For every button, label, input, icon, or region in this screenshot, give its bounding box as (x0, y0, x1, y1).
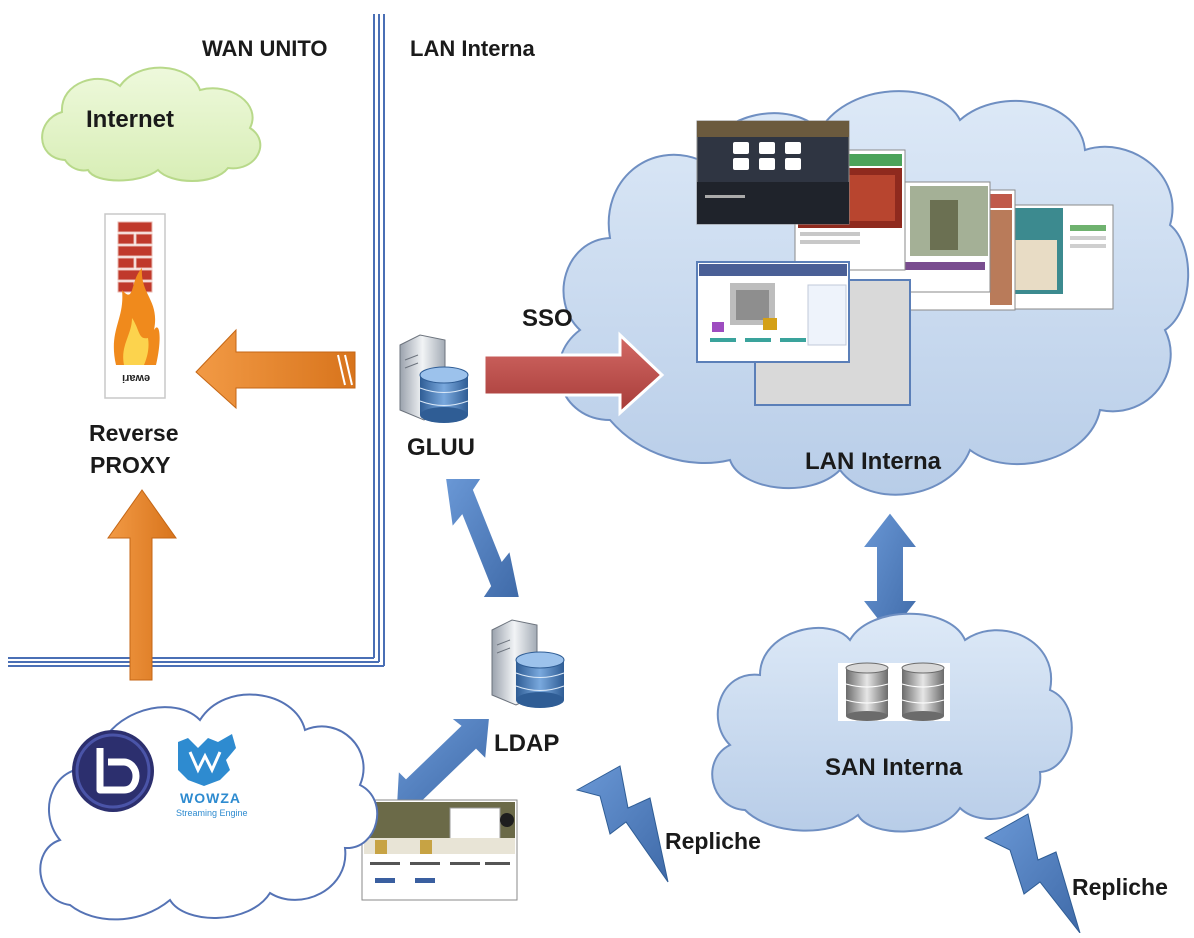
wan-zone-label: WAN UNITO (202, 36, 328, 61)
storage-databases-icon (838, 662, 950, 721)
web-apps-collage (696, 120, 1114, 406)
gluu-ldap-double-arrow (443, 477, 522, 599)
replication-bolt-2 (983, 813, 1081, 934)
san-cloud (711, 612, 1073, 833)
wowza-tagline-label: Streaming Engine (176, 808, 248, 818)
orange-arrow-left (195, 328, 356, 410)
wowza-name-label: WOWZA (180, 790, 241, 806)
gluu-label: GLUU (407, 434, 475, 461)
ldap-portal-double-arrow (394, 717, 492, 810)
external-services-cloud (39, 693, 379, 921)
replication-label-1: Repliche (665, 828, 761, 854)
orange-arrow-up (107, 489, 177, 681)
firewall-icon (104, 213, 166, 399)
wowza-logo (178, 734, 236, 786)
firewall-brand-label: ewari (122, 372, 151, 384)
app-screenshot-1 (696, 120, 850, 225)
replication-label-2: Repliche (1072, 874, 1168, 900)
network-boundary (8, 14, 385, 667)
ldap-label: LDAP (494, 730, 560, 757)
gluu-server-icon (399, 334, 469, 423)
internet-label: Internet (86, 106, 175, 133)
ldap-server-icon (491, 619, 565, 708)
reverse-proxy-label-line1: Reverse (89, 420, 179, 446)
sso-arrow (482, 331, 665, 417)
san-cloud-label: SAN Interna (825, 754, 963, 781)
sso-label: SSO (522, 305, 573, 332)
app-screenshot-2 (696, 261, 911, 406)
internet-cloud (41, 66, 262, 182)
lan-cloud-label: LAN Interna (805, 448, 942, 475)
lan-zone-label: LAN Interna (410, 36, 535, 61)
portal-screenshot (361, 799, 518, 901)
replication-bolt-1 (575, 765, 669, 883)
reverse-proxy-label-line2: PROXY (90, 452, 171, 478)
bigbluebutton-logo (72, 730, 154, 812)
